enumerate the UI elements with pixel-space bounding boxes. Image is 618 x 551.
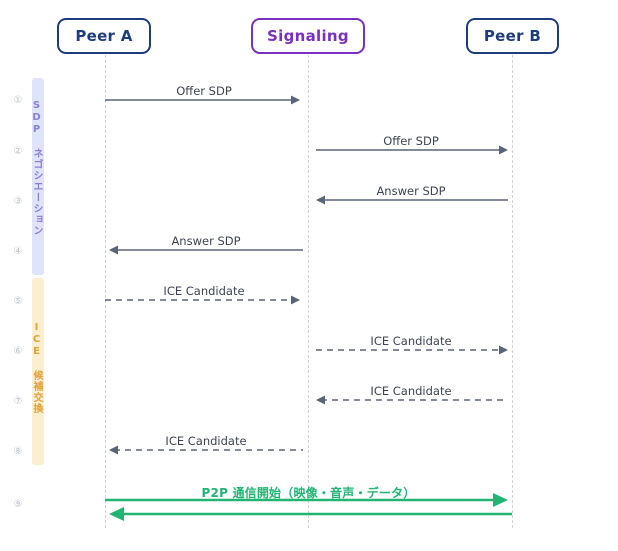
step-number: ⑤	[13, 296, 23, 307]
phase-band-ice-candidate-exchange	[32, 278, 44, 465]
message-arrow	[316, 395, 508, 405]
step-number: ②	[13, 146, 23, 157]
message-arrow	[316, 195, 508, 205]
actor-box-signaling[interactable]: Signaling	[251, 18, 365, 54]
message-arrow	[316, 345, 508, 355]
phase-label-sdp-negotiation: SDP ネゴシエーション	[31, 100, 42, 236]
message-label: Answer SDP	[376, 184, 446, 198]
message-arrow	[109, 507, 512, 521]
step-number: ①	[13, 95, 23, 106]
step-number: ③	[13, 196, 23, 207]
message-arrow	[105, 493, 508, 507]
step-number: ⑥	[13, 346, 23, 357]
actor-label-peer-a: Peer A	[75, 27, 133, 45]
phase-label-ice-candidate-exchange: ICE 候補交換	[31, 322, 42, 414]
message-label: ICE Candidate	[370, 334, 452, 348]
actor-box-peer-a[interactable]: Peer A	[57, 18, 151, 54]
message-arrow	[109, 245, 303, 255]
message-label: ICE Candidate	[370, 384, 452, 398]
step-number: ④	[13, 246, 23, 257]
phase-band-sdp-negotiation	[32, 78, 44, 275]
message-arrow	[109, 445, 303, 455]
actor-label-peer-b: Peer B	[483, 27, 542, 45]
message-label: Offer SDP	[176, 84, 232, 98]
message-label: ICE Candidate	[163, 284, 245, 298]
message-label: P2P 通信開始（映像・音声・データ）	[201, 486, 416, 500]
message-label: Answer SDP	[171, 234, 241, 248]
lifeline-signaling	[308, 55, 309, 528]
step-number: ⑧	[13, 446, 23, 457]
lifeline-peer-b	[512, 55, 513, 528]
lifeline-peer-a	[105, 55, 106, 528]
message-arrow	[105, 95, 300, 105]
message-arrow	[316, 145, 508, 155]
message-label: ICE Candidate	[165, 434, 247, 448]
message-arrow	[105, 295, 300, 305]
actor-label-signaling: Signaling	[267, 27, 349, 45]
actor-box-peer-b[interactable]: Peer B	[466, 18, 559, 54]
message-label: Offer SDP	[383, 134, 439, 148]
step-number: ⑨	[13, 499, 23, 510]
step-number: ⑦	[13, 396, 23, 407]
